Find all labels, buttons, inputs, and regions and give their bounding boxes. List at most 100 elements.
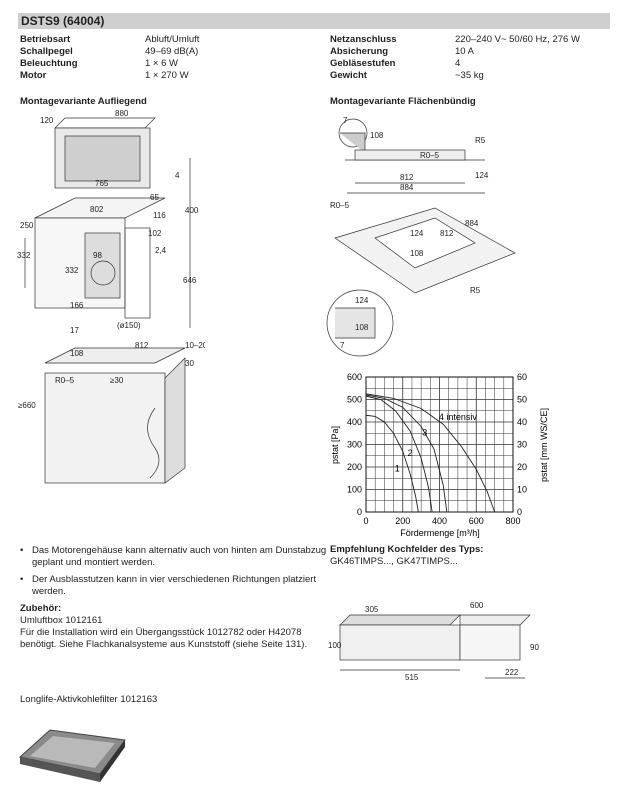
dimension-label: 600 (470, 601, 484, 610)
product-title: DSTS9 (64004) (18, 13, 610, 29)
y-tick-label: 300 (347, 440, 362, 450)
accessory-umluftbox: Umluftbox 1012161 (20, 615, 103, 626)
dimension-label: 116 (153, 211, 166, 220)
dimension-label: R5 (475, 136, 486, 145)
spec-label: Motor (20, 70, 47, 81)
bullet-item: Das Motorengehäuse kann alternativ auch … (18, 545, 332, 569)
spec-value: Abluft/Umluft (145, 34, 200, 45)
dimension-label: 108 (410, 249, 424, 258)
dimension-label: 250 (20, 221, 34, 230)
accessory-filter: Longlife-Aktivkohlefilter 1012163 (20, 694, 158, 705)
section-title-flaechenbuendig: Montagevariante Flächenbündig (330, 96, 476, 107)
series-label: 1 (395, 464, 400, 474)
dimension-label: R0–5 (330, 201, 350, 210)
spec-label: Netzanschluss (330, 34, 397, 45)
dimension-label: 305 (365, 605, 379, 614)
spec-label: Schallpegel (20, 46, 73, 57)
x-tick-label: 600 (469, 516, 484, 526)
x-tick-label: 800 (505, 516, 520, 526)
dimension-label: ≥30 (110, 376, 124, 385)
dimension-label: 124 (475, 171, 489, 180)
accessory-note: Für die Installation wird ein Übergangss… (20, 627, 308, 650)
dimension-label: 812 (400, 173, 414, 182)
spec-value: 1 × 6 W (145, 58, 178, 69)
dimension-label: 10–200 (185, 341, 205, 350)
y2-tick-label: 20 (517, 462, 527, 472)
y-tick-label: 400 (347, 417, 362, 427)
x-tick-label: 400 (432, 516, 447, 526)
drawing-umluftbox: 305 600 100 90 515 222 (328, 601, 539, 682)
spec-value: 49–69 dB(A) (145, 46, 199, 57)
dimension-label: 124 (410, 229, 424, 238)
series-line-3 (365, 394, 448, 513)
spec-label: Gewicht (330, 70, 367, 81)
dimension-label: 166 (70, 301, 84, 310)
spec-value: 220–240 V~ 50/60 Hz, 276 W (455, 34, 580, 45)
spec-value: 4 (455, 58, 461, 69)
series-line-1 (365, 414, 419, 513)
y2-axis-label: pstat [mm WS/CE] (539, 408, 549, 482)
spec-value: 1 × 270 W (145, 70, 189, 81)
dimension-label: 812 (440, 229, 454, 238)
dimension-label: 880 (115, 109, 129, 118)
y2-tick-label: 0 (517, 507, 522, 517)
series-label: 3 (422, 428, 427, 438)
dimension-label: 108 (70, 349, 84, 358)
dimension-label: R5 (470, 286, 481, 295)
bullet-item: Der Ausblasstutzen kann in vier verschie… (18, 574, 332, 598)
spec-value: 10 A (455, 46, 475, 57)
filter-image (18, 729, 126, 782)
x-tick-label: 0 (363, 516, 368, 526)
y-tick-label: 0 (357, 507, 362, 517)
dimension-label: 30 (185, 359, 194, 368)
dimension-label: 884 (465, 219, 479, 228)
dimension-label: 65 (150, 193, 159, 202)
dimension-label: 4 (175, 171, 180, 180)
y-tick-label: 500 (347, 395, 362, 405)
spec-label: Beleuchtung (20, 58, 78, 69)
spec-value: ~35 kg (455, 70, 484, 81)
dimension-label: 90 (530, 643, 539, 652)
x-axis-label: Fördermenge [m³/h] (400, 528, 480, 538)
dimension-label: 332 (17, 251, 31, 260)
dimension-label: 108 (355, 323, 369, 332)
y-tick-label: 200 (347, 462, 362, 472)
drawing-flaechenbuendig: 7108R5R0–5812884124R0–5884812124108R5124… (326, 116, 516, 357)
y2-tick-label: 50 (517, 395, 527, 405)
spec-label: Gebläsestufen (330, 58, 396, 69)
plot-frame (365, 376, 514, 513)
dimension-label: 222 (505, 668, 519, 677)
dimension-label: 646 (183, 276, 197, 285)
dimension-label: 515 (405, 673, 419, 682)
y-tick-label: 100 (347, 485, 362, 495)
section-title-aufliegend: Montagevariante Aufliegend (20, 96, 147, 107)
series-label: 4 intensiv (439, 412, 478, 422)
dimension-label: R0–5 (55, 376, 75, 385)
dimension-label: R0–5 (420, 151, 440, 160)
dimension-label: ≥660 (18, 401, 36, 410)
y2-tick-label: 60 (517, 372, 527, 382)
dimension-label: 100 (328, 641, 342, 650)
y-tick-label: 600 (347, 372, 362, 382)
dimension-label: 400 (185, 206, 199, 215)
y2-tick-label: 40 (517, 417, 527, 427)
dimension-label: 120 (40, 116, 54, 125)
spec-label: Absicherung (330, 46, 389, 57)
dimension-label: 17 (70, 326, 79, 335)
series-line-2 (365, 395, 433, 513)
x-tick-label: 200 (395, 516, 410, 526)
dimension-label: 124 (355, 296, 369, 305)
dimension-label: 102 (148, 229, 162, 238)
accessories-title: Zubehör: (20, 603, 62, 614)
dimension-label: 98 (93, 251, 102, 260)
y-axis-label: pstat [Pa] (330, 426, 340, 464)
dimension-label: 332 (65, 266, 79, 275)
series-line-4 (365, 393, 496, 513)
dimension-label: 108 (370, 131, 384, 140)
dimension-label: 7 (340, 341, 345, 350)
spec-label: Betriebsart (20, 34, 71, 45)
dimension-label: 7 (343, 116, 348, 125)
y2-tick-label: 30 (517, 440, 527, 450)
